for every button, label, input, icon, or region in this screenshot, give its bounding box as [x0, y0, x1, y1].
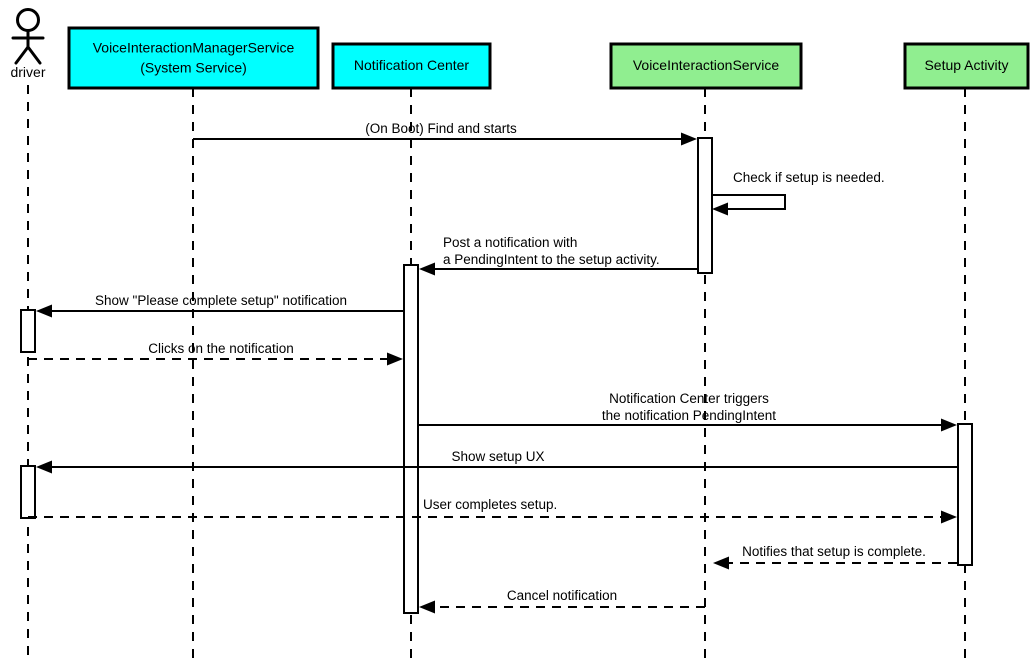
arrowhead-m4 [36, 304, 52, 318]
message-label-m3-line2: a PendingIntent to the setup activity. [443, 252, 660, 267]
participant-notification-center[interactable]: Notification Center [331, 42, 492, 90]
message-notifies-that-setup-is-complete[interactable]: Notifies that setup is complete. [713, 544, 957, 570]
participant-voiceinteractionmanagerservice[interactable]: VoiceInteractionManagerService (System S… [67, 26, 320, 90]
message-user-completes-setup[interactable]: User completes setup. [28, 497, 957, 524]
activation-bar-setup-activity [957, 423, 973, 566]
participant-box-setup-activity[interactable] [903, 42, 1030, 90]
message-check-if-setup-is-needed[interactable]: Check if setup is needed. [712, 170, 885, 216]
arrowhead-m6 [941, 418, 957, 432]
arrowhead-m10 [419, 600, 435, 614]
message-label-m3-line1: Post a notification with [443, 235, 577, 250]
message-post-notification-pendingintent[interactable]: Post a notification with a PendingIntent… [419, 235, 698, 276]
activation-bar-driver-2 [20, 465, 36, 519]
participant-label-driver: driver [10, 64, 45, 80]
activation-bar-notification-center [403, 264, 419, 614]
participant-box-vis[interactable] [609, 42, 803, 90]
message-notification-center-triggers-pendingintent[interactable]: Notification Center triggers the notific… [418, 391, 957, 432]
activation-bars-layer [20, 137, 973, 614]
participant-label-notification-center: Notification Center [354, 57, 470, 73]
message-line-m2 [712, 194, 786, 210]
message-clicks-on-the-notification[interactable]: Clicks on the notification [28, 341, 403, 366]
message-label-m2: Check if setup is needed. [733, 170, 885, 185]
message-label-m5: Clicks on the notification [148, 341, 294, 356]
participant-label-vims-line1: VoiceInteractionManagerService [93, 40, 295, 56]
participant-label-vis: VoiceInteractionService [633, 57, 780, 73]
arrowhead-m1 [681, 132, 697, 146]
message-show-setup-ux[interactable]: Show setup UX [36, 449, 957, 474]
message-label-m9: Notifies that setup is complete. [742, 544, 926, 559]
message-label-m8: User completes setup. [423, 497, 557, 512]
message-label-m6-line2: the notification PendingIntent [602, 408, 776, 423]
message-label-m7: Show setup UX [451, 449, 544, 464]
message-label-m10: Cancel notification [507, 588, 617, 603]
participant-box-notification-center[interactable] [331, 42, 492, 90]
participant-label-vims-line2: (System Service) [140, 60, 247, 76]
actor-icon [11, 8, 45, 65]
message-label-m1: (On Boot) Find and starts [365, 121, 517, 136]
arrowhead-m2 [712, 202, 728, 216]
activation-bar-driver-1 [20, 309, 36, 353]
message-on-boot-find-and-starts[interactable]: (On Boot) Find and starts [193, 121, 697, 146]
message-label-m6-line1: Notification Center triggers [609, 391, 769, 406]
message-cancel-notification[interactable]: Cancel notification [419, 588, 705, 614]
arrowhead-m7 [36, 460, 52, 474]
participant-box-vims[interactable] [67, 26, 320, 90]
participant-label-setup-activity: Setup Activity [924, 57, 1008, 73]
activation-bar-vis [697, 137, 713, 274]
arrowhead-m8 [941, 510, 957, 524]
arrowhead-m3 [419, 262, 435, 276]
participant-driver[interactable]: driver [10, 8, 46, 81]
arrowhead-m9 [713, 556, 729, 570]
arrowhead-m5 [387, 352, 403, 366]
message-show-please-complete-setup-notification[interactable]: Show "Please complete setup" notificatio… [36, 293, 404, 318]
participant-setup-activity[interactable]: Setup Activity [903, 42, 1030, 90]
message-label-m4: Show "Please complete setup" notificatio… [95, 293, 347, 308]
participant-voiceinteractionservice[interactable]: VoiceInteractionService [609, 42, 803, 90]
